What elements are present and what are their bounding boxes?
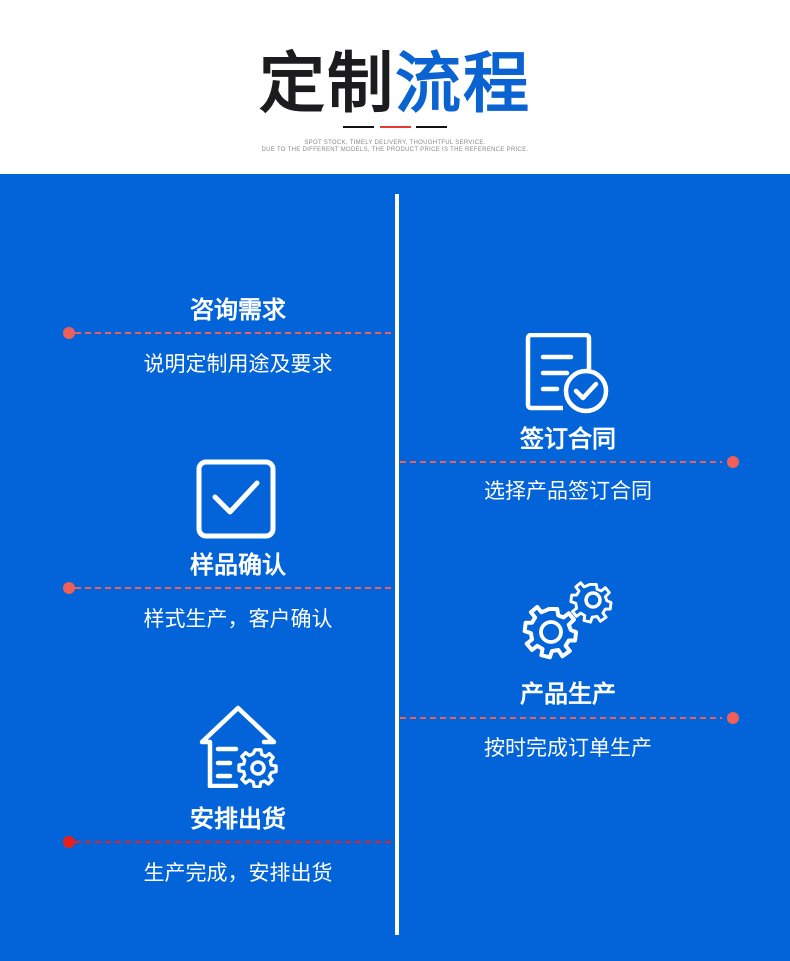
step-title: 咨询需求: [190, 296, 286, 324]
step-description: 选择产品签订合同: [484, 479, 652, 503]
dashed-connector: [400, 461, 722, 463]
timeline-dot: [727, 712, 739, 724]
title-blue-part: 流程: [395, 45, 531, 122]
title-underline-left: [343, 126, 374, 128]
timeline-dot: [727, 456, 739, 468]
subtitle-line-2: DUE TO THE DIFFERENT MODELS, THE PRODUCT…: [261, 147, 529, 153]
step-title: 产品生产: [520, 680, 616, 708]
title-underline-right: [416, 126, 447, 128]
dashed-connector: [400, 717, 722, 719]
subtitle-line-1: SPOT STOCK, TIMELY DELIVERY, THOUGHTFUL …: [304, 140, 486, 146]
step-title: 签订合同: [520, 425, 616, 453]
step-description: 样式生产，客户确认: [143, 607, 333, 631]
header: 定制流程 SPOT STOCK, TIMELY DELIVERY, THOUGH…: [0, 0, 790, 174]
warehouse-gear-icon: [198, 704, 282, 788]
dashed-connector: [75, 332, 393, 334]
dashed-connector: [75, 587, 393, 589]
timeline-dot: [63, 327, 75, 339]
step-description: 说明定制用途及要求: [143, 352, 333, 376]
dashed-connector: [75, 841, 393, 843]
timeline-vertical-line: [395, 194, 399, 935]
timeline-dot: [63, 836, 75, 848]
step-description: 按时完成订单生产: [484, 736, 652, 760]
gears-icon: [520, 576, 616, 664]
title-underline-center: [380, 126, 411, 128]
document-check-icon: [525, 333, 611, 415]
step-description: 生产完成，安排出货: [143, 861, 333, 885]
checkbox-icon: [196, 459, 276, 539]
step-title: 安排出货: [190, 805, 286, 833]
page-title: 定制流程: [0, 46, 790, 122]
step-title: 样品确认: [190, 551, 286, 579]
title-dark-part: 定制: [259, 45, 395, 122]
timeline-dot: [63, 582, 75, 594]
